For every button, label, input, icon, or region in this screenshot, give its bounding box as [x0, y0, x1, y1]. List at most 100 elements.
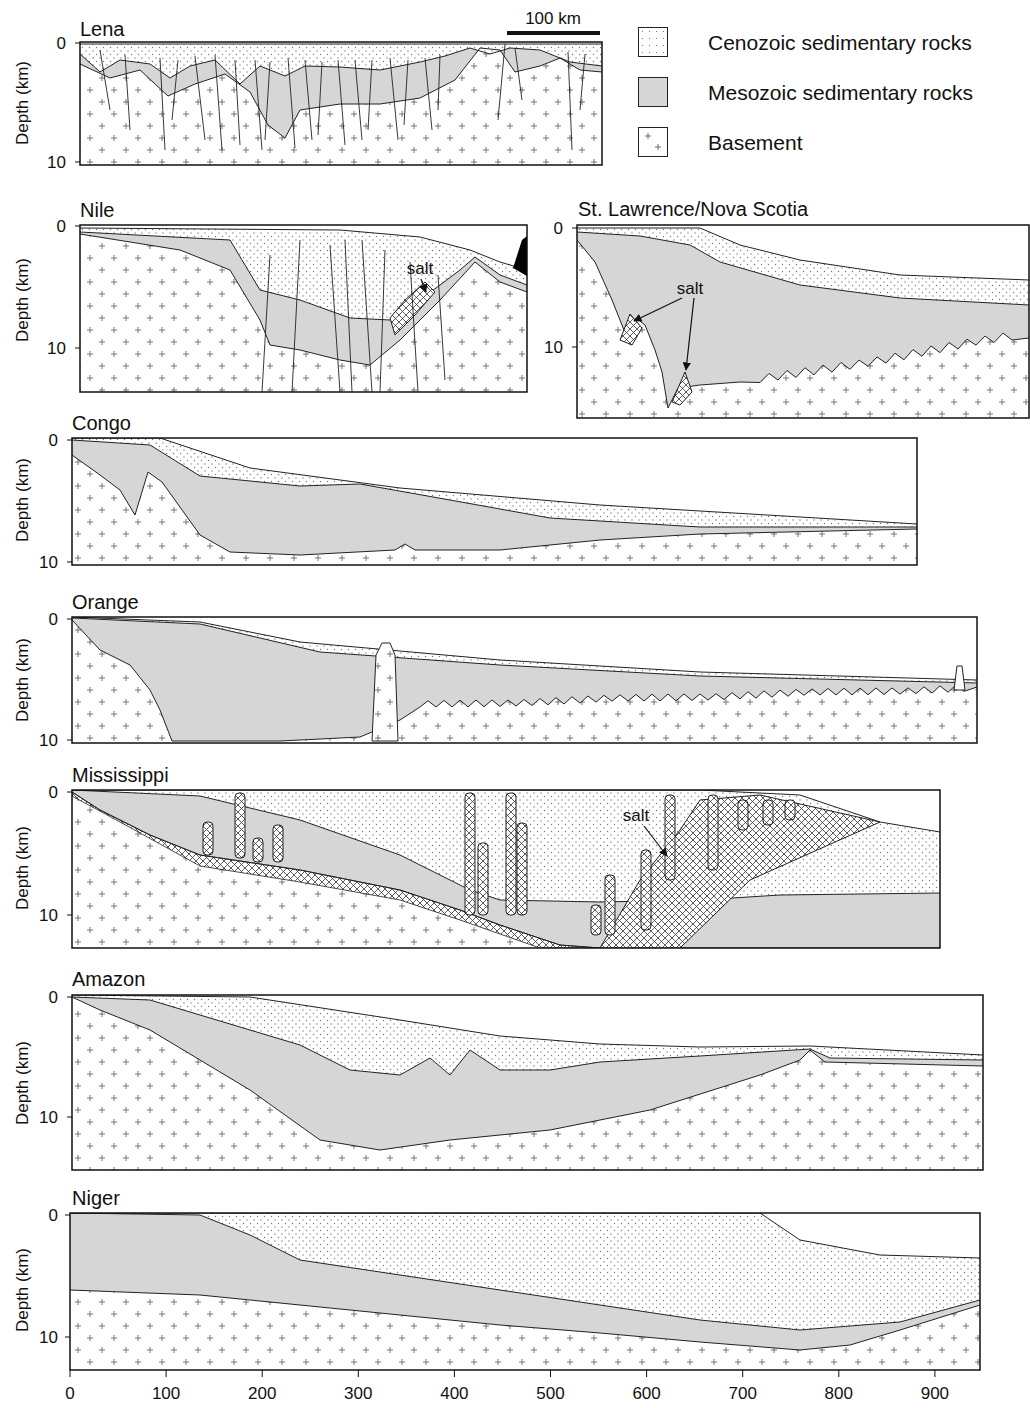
axis-label: 500 — [536, 1385, 564, 1402]
axis-label: Depth (km) — [14, 1041, 31, 1125]
fault — [255, 60, 262, 150]
axis-label: 10 — [39, 554, 58, 571]
salt-diapir — [641, 850, 651, 930]
axis-label: 0 — [554, 220, 563, 237]
axis-label: 0 — [49, 989, 58, 1006]
basement — [70, 1213, 980, 1370]
axis-label: salt — [677, 280, 703, 297]
leader-arrow — [686, 298, 694, 370]
legend-swatch — [638, 27, 668, 57]
axis-tick — [262, 1370, 263, 1377]
mesozoic — [577, 225, 1029, 408]
fault — [235, 60, 240, 145]
salt-diapir — [506, 793, 516, 915]
fault — [292, 240, 300, 392]
leader-arrow — [644, 826, 667, 856]
salt-diapir — [203, 822, 213, 855]
salt-diapir — [273, 825, 283, 862]
mesozoic — [72, 995, 983, 1150]
axis-label: Depth (km) — [14, 458, 31, 542]
fault — [345, 240, 352, 392]
basement — [72, 790, 940, 948]
axis-tick — [742, 1370, 743, 1377]
fault — [318, 62, 322, 135]
legend-text: Cenozoic sedimentary rocks — [708, 32, 972, 53]
leader-arrow — [634, 298, 682, 321]
section-amazon — [67, 994, 983, 1170]
section-frame — [80, 225, 527, 392]
basement — [80, 225, 527, 392]
axis-tick — [358, 1370, 359, 1377]
section-miss — [67, 789, 940, 948]
salt-diapir — [708, 795, 718, 870]
fault — [195, 56, 205, 140]
axis-label: salt — [407, 260, 433, 277]
section-frame — [72, 790, 940, 948]
fault — [215, 55, 222, 150]
axis-label: 10 — [39, 732, 58, 749]
fault — [498, 44, 505, 120]
axis-label: 10 — [47, 154, 66, 171]
fault — [172, 60, 178, 120]
section-frame — [72, 438, 917, 565]
fault — [288, 58, 295, 148]
fault — [438, 275, 445, 380]
section-niger — [65, 1212, 980, 1370]
axis-label: salt — [623, 807, 649, 824]
scale-bar — [507, 31, 600, 35]
salt-diapir — [517, 823, 527, 915]
axis-label: 10 — [39, 907, 58, 924]
fault — [305, 60, 312, 140]
section-name: Congo — [72, 413, 131, 433]
axis-label: 400 — [440, 1385, 468, 1402]
axis-label: Depth (km) — [14, 1248, 31, 1332]
salt-diapir — [665, 795, 675, 880]
section-frame — [577, 225, 1029, 418]
section-name: Mississippi — [72, 765, 169, 785]
salt-diapir — [738, 800, 748, 830]
fault — [390, 58, 398, 140]
salt-diapir — [235, 793, 245, 858]
axis-tick — [454, 1370, 455, 1377]
fault — [568, 52, 572, 150]
cenozoic — [577, 225, 1029, 305]
salt-diapir — [478, 843, 488, 915]
salt-diapir — [605, 875, 615, 935]
axis-label: 0 — [49, 784, 58, 801]
fault — [362, 240, 372, 392]
fault — [262, 255, 270, 392]
section-frame — [70, 1213, 980, 1370]
cenozoic — [72, 438, 917, 527]
section-frame — [80, 42, 602, 165]
section-name: Lena — [80, 19, 125, 39]
axis-label: 0 — [57, 35, 66, 52]
salt-diapir — [253, 838, 263, 862]
fault — [368, 60, 372, 130]
fault — [425, 58, 432, 130]
axis-label: Depth (km) — [14, 61, 31, 145]
section-name: Orange — [72, 592, 139, 612]
section-lena — [75, 41, 602, 165]
axis-label: 200 — [248, 1385, 276, 1402]
axis-label: Depth (km) — [14, 826, 31, 910]
basement — [577, 225, 1029, 418]
mesozoic — [80, 225, 527, 365]
section-stl — [572, 224, 1029, 418]
section-name: Nile — [80, 200, 114, 220]
axis-label: 800 — [825, 1385, 853, 1402]
axis-label: 300 — [344, 1385, 372, 1402]
fault — [338, 60, 345, 145]
section-congo — [67, 437, 917, 565]
mesozoic — [72, 438, 917, 555]
fault — [265, 62, 270, 140]
basement — [80, 42, 602, 165]
mesozoic — [70, 1213, 980, 1350]
legend-text: Basement — [708, 132, 803, 153]
axis-label: 100 — [152, 1385, 180, 1402]
mesozoic — [72, 790, 940, 948]
axis-label: 0 — [49, 432, 58, 449]
axis-label: 10 — [39, 1329, 58, 1346]
fault — [438, 55, 440, 110]
basement — [72, 995, 983, 1170]
